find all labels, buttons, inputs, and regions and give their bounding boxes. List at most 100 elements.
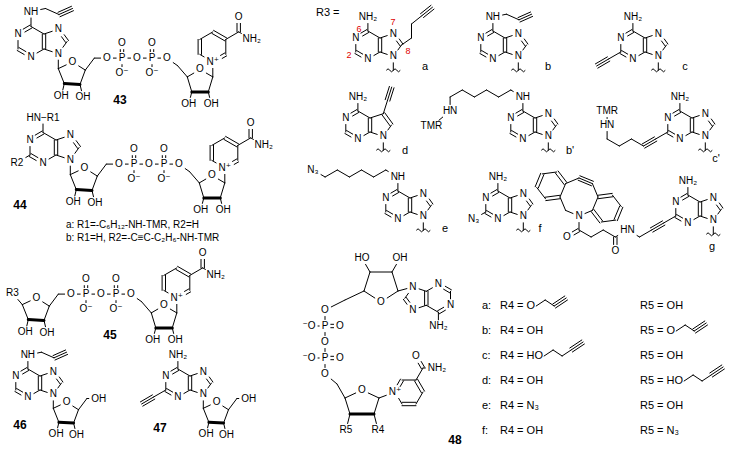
bond-line — [347, 131, 353, 135]
atom-label: OH — [39, 328, 55, 338]
bond-line — [199, 179, 206, 183]
substituent-letter: b — [545, 61, 551, 72]
bond-line — [87, 286, 88, 288]
table-cell: R5 = OH — [640, 300, 683, 311]
bond-line — [209, 421, 224, 425]
atom-label: N — [629, 54, 637, 64]
bond-line — [203, 401, 204, 409]
atom-label: N — [66, 155, 74, 165]
bond-line — [486, 30, 492, 34]
bond-line — [218, 179, 225, 183]
bond-line — [374, 398, 379, 414]
bond-line — [331, 356, 334, 357]
atom-label: NH — [23, 7, 38, 17]
bond-line — [595, 57, 607, 64]
atom-label: OH — [87, 198, 103, 208]
table-cell: R4 = O — [500, 300, 535, 311]
atom-label: NH₂ — [168, 350, 187, 360]
bond-line — [390, 88, 394, 101]
atom-label: N — [394, 214, 402, 224]
bond-line — [28, 318, 44, 322]
bond-line — [544, 350, 553, 356]
bond-line — [677, 215, 683, 219]
atom-label: O — [118, 38, 127, 48]
bond-line — [402, 402, 416, 403]
bond-line — [385, 205, 386, 213]
bond-line — [399, 39, 403, 44]
atom-label: N — [654, 29, 662, 39]
bond-line — [579, 223, 580, 231]
bond-line — [527, 201, 531, 206]
bond-line — [426, 305, 438, 312]
bond-line — [64, 35, 68, 41]
bond-line — [619, 139, 631, 146]
bond-line — [201, 39, 202, 54]
bond-line — [679, 104, 680, 112]
bond-line — [538, 175, 544, 188]
atom-label: O — [336, 321, 345, 331]
bond-line — [428, 291, 429, 305]
bond-line — [18, 300, 22, 305]
table-cell: R4 = OH — [500, 375, 543, 386]
bond-line — [364, 272, 370, 291]
bond-line — [578, 180, 591, 186]
bond-line — [325, 349, 326, 352]
group-label: R3 = — [316, 7, 340, 18]
bond-line — [485, 205, 486, 213]
bond-line — [44, 49, 52, 52]
bond-line — [54, 140, 55, 155]
atom-label: NH₂ — [254, 140, 273, 150]
atom-label: N — [446, 300, 454, 310]
atom-label: HO — [354, 253, 370, 263]
bond-line — [480, 54, 486, 58]
atom-label: P — [130, 159, 138, 169]
atom-label: O — [412, 351, 421, 361]
atom-label: N — [409, 305, 417, 315]
bond-line — [57, 379, 61, 384]
bond-line — [419, 305, 426, 307]
atom-label: N — [389, 29, 397, 39]
bond-line — [680, 111, 692, 118]
atom-label: N — [519, 189, 527, 199]
bond-line — [462, 90, 474, 97]
bond-line — [374, 52, 380, 56]
bond-line — [170, 309, 177, 313]
atom-label: O — [321, 305, 330, 315]
bond-line — [220, 198, 221, 204]
bond-line — [645, 52, 652, 54]
bond-line — [650, 221, 662, 228]
bond-line — [184, 390, 190, 394]
bond-line — [664, 216, 676, 223]
bond-line — [620, 54, 626, 58]
atom-label: R2 — [10, 158, 24, 168]
bond-line — [187, 73, 194, 77]
bond-line — [474, 90, 486, 97]
bond-line — [43, 133, 56, 141]
bond-line — [416, 368, 423, 380]
bond-line — [410, 196, 417, 198]
table-cell: R4 = OH — [500, 425, 543, 436]
bond-line — [192, 90, 209, 93]
atom-label: N — [544, 109, 552, 119]
bond-line — [345, 291, 364, 300]
bond-line — [438, 312, 439, 320]
bond-line — [416, 392, 423, 404]
bond-line — [249, 129, 250, 138]
bond-line — [692, 132, 699, 134]
bond-line — [122, 65, 123, 67]
bond-line — [23, 25, 30, 29]
bond-line — [598, 197, 612, 199]
bond-line — [379, 395, 386, 398]
bond-line — [591, 230, 603, 237]
bond-line — [380, 36, 387, 38]
bond-line — [700, 200, 707, 202]
bond-line — [345, 398, 350, 414]
bond-line — [520, 16, 533, 22]
atom-label: P — [148, 53, 156, 63]
bond-line — [173, 371, 179, 375]
atom-label: N — [617, 33, 625, 43]
bond-line — [698, 202, 699, 216]
bond-line — [79, 66, 86, 70]
bond-line — [176, 304, 177, 313]
bond-line — [642, 137, 654, 144]
